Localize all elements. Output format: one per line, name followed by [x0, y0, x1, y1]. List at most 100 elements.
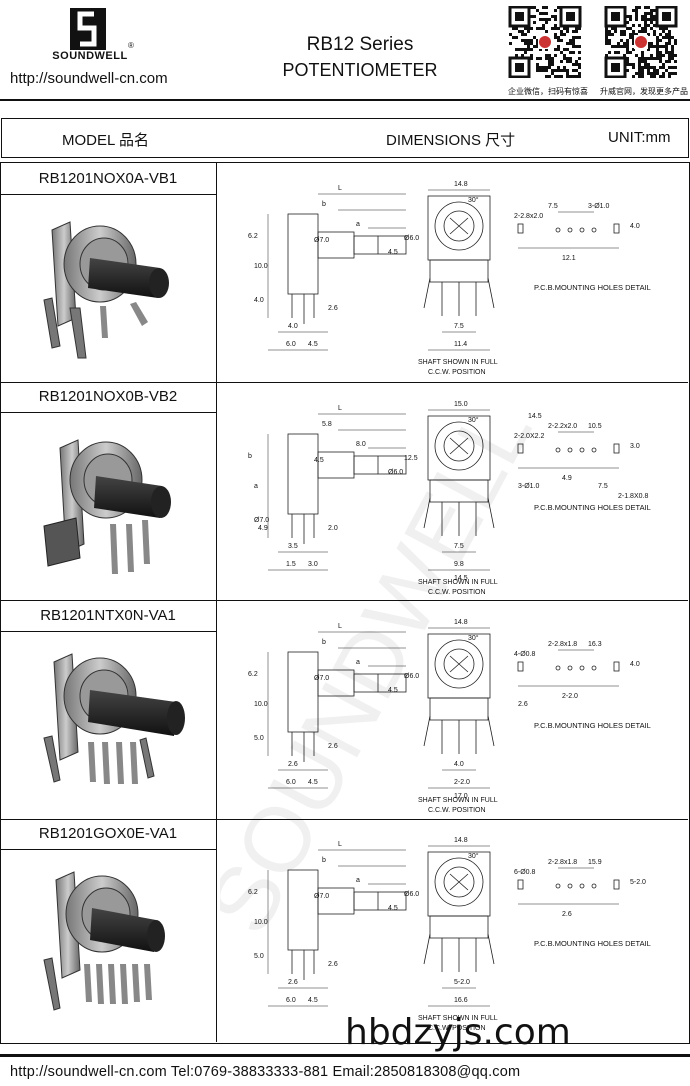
- pcb-dim-label: 3-Ø1.0: [588, 203, 610, 210]
- side-dim-label: Ø7.0: [254, 517, 269, 524]
- side-dim-label: 1.5: [286, 561, 296, 568]
- side-dim-label: Ø7.0: [314, 675, 329, 682]
- model-label-divider: [0, 849, 216, 850]
- shaft-caption: SHAFT SHOWN IN FULL: [418, 359, 498, 366]
- side-dim-label: L: [338, 623, 342, 630]
- qr-code-website: [604, 5, 678, 79]
- row-divider: [0, 382, 688, 383]
- pcb-dim-label: 2-2.0X2.2: [514, 433, 544, 440]
- side-dim-label: 4.5: [388, 687, 398, 694]
- side-dim-label: 3.5: [288, 543, 298, 550]
- side-dim-label: L: [338, 185, 342, 192]
- product-photo: [43, 871, 165, 1011]
- side-dim-label: Ø6.0: [388, 469, 403, 476]
- shaft-caption: SHAFT SHOWN IN FULL: [418, 797, 498, 804]
- side-dim-label: b: [322, 639, 326, 646]
- header-divider: [0, 99, 690, 101]
- model-label-divider: [0, 412, 216, 413]
- side-dim-label: 5.0: [254, 735, 264, 742]
- shaft-caption: C.C.W. POSITION: [428, 807, 486, 814]
- model-name: RB1201NTX0N-VA1: [40, 607, 176, 624]
- shaft: [353, 235, 407, 255]
- pcb-dim-label: 2-2.8x1.8: [548, 641, 577, 648]
- front-dim-label: 14.8: [454, 619, 468, 626]
- pcb-dim-label: 2-2.8x1.8: [548, 859, 577, 866]
- side-body: [287, 651, 319, 733]
- side-dim-label: 10.0: [254, 701, 268, 708]
- front-dim-label: 14.8: [454, 837, 468, 844]
- pcb-dim-label: 2-1.8X0.8: [618, 493, 648, 500]
- product-type-title: POTENTIOMETER: [282, 60, 438, 80]
- footer-divider: [0, 1054, 690, 1057]
- side-dim-label: 4.5: [388, 905, 398, 912]
- side-dim-label: 6.2: [248, 671, 258, 678]
- model-column-header: MODEL 品名: [62, 132, 149, 149]
- side-dim-label: 6.0: [286, 341, 296, 348]
- pcb-dim-label: 5-2.0: [630, 879, 646, 886]
- pcb-dim-label: 6-Ø0.8: [514, 869, 536, 876]
- front-dim-label: 14.8: [454, 181, 468, 188]
- shaft-caption: C.C.W. POSITION: [428, 1025, 486, 1032]
- pcb-dim-label: 3-Ø1.0: [518, 483, 540, 490]
- pcb-dim-label: 7.5: [548, 203, 558, 210]
- side-dim-label: 6.0: [286, 997, 296, 1004]
- side-dim-label: a: [356, 221, 360, 228]
- side-dim-label: 4.0: [288, 323, 298, 330]
- side-dim-label: 2.0: [328, 525, 338, 532]
- shaft-caption: SHAFT SHOWN IN FULL: [418, 1015, 498, 1022]
- pcb-dim-label: 12.1: [562, 255, 576, 262]
- side-dim-label: 4.9: [258, 525, 268, 532]
- model-name: RB1201NOX0A-VB1: [38, 170, 178, 187]
- pcb-dim-label: 7.5: [598, 483, 608, 490]
- side-dim-label: L: [338, 405, 342, 412]
- pcb-caption: P.C.B.MOUNTING HOLES DETAIL: [534, 503, 651, 512]
- unit-label: UNIT:mm: [608, 129, 671, 146]
- front-dim-label: 5-2.0: [454, 979, 470, 986]
- side-dim-label: 2.6: [328, 743, 338, 750]
- side-dim-label: 2.6: [328, 961, 338, 968]
- shaft: [353, 891, 407, 911]
- front-dim-label: 4.0: [454, 761, 464, 768]
- qr-code-wechat: [508, 5, 582, 79]
- model-label-divider: [0, 631, 216, 632]
- side-dim-label: 4.5: [308, 997, 318, 1004]
- product-photo: [43, 439, 171, 574]
- side-dim-label: 4.0: [254, 297, 264, 304]
- side-dim-label: L: [338, 841, 342, 848]
- side-dim-label: 6.2: [248, 889, 258, 896]
- shaft-caption: C.C.W. POSITION: [428, 369, 486, 376]
- side-dim-label: b: [248, 453, 252, 460]
- pcb-dim-label: 3.0: [630, 443, 640, 450]
- soundwell-logo: [68, 6, 108, 60]
- front-dim-label: 30°: [468, 852, 479, 860]
- side-dim-label: Ø7.0: [314, 237, 329, 244]
- pcb-dim-label: 15.9: [588, 859, 602, 866]
- side-dim-label: Ø6.0: [404, 891, 419, 898]
- table-header: [1, 118, 689, 158]
- side-dim-label: b: [322, 201, 326, 208]
- shaft-caption: SHAFT SHOWN IN FULL: [418, 579, 498, 586]
- pcb-dim-label: 2-2.8x2.0: [514, 213, 543, 220]
- pcb-caption: P.C.B.MOUNTING HOLES DETAIL: [534, 721, 651, 730]
- row-divider: [0, 600, 688, 601]
- front-dim-label: 9.8: [454, 561, 464, 568]
- front-body: [427, 851, 491, 917]
- brand-name: SOUNDWELL: [52, 50, 128, 62]
- side-dim-label: 8.0: [356, 441, 366, 448]
- front-dim-label: 30°: [468, 196, 479, 204]
- side-dim-label: 5.8: [322, 421, 332, 428]
- front-dim-label: 16.6: [454, 997, 468, 1004]
- side-dim-label: a: [356, 659, 360, 666]
- front-dim-label: 7.5: [454, 543, 464, 550]
- header-website-link[interactable]: http://soundwell-cn.com: [10, 70, 168, 87]
- series-title: RB12 Series: [306, 34, 414, 55]
- side-body: [287, 869, 319, 951]
- column-divider: [216, 162, 217, 1042]
- model-label-divider: [0, 194, 216, 195]
- side-dim-label: 4.5: [308, 341, 318, 348]
- model-name: RB1201NOX0B-VB2: [38, 388, 178, 405]
